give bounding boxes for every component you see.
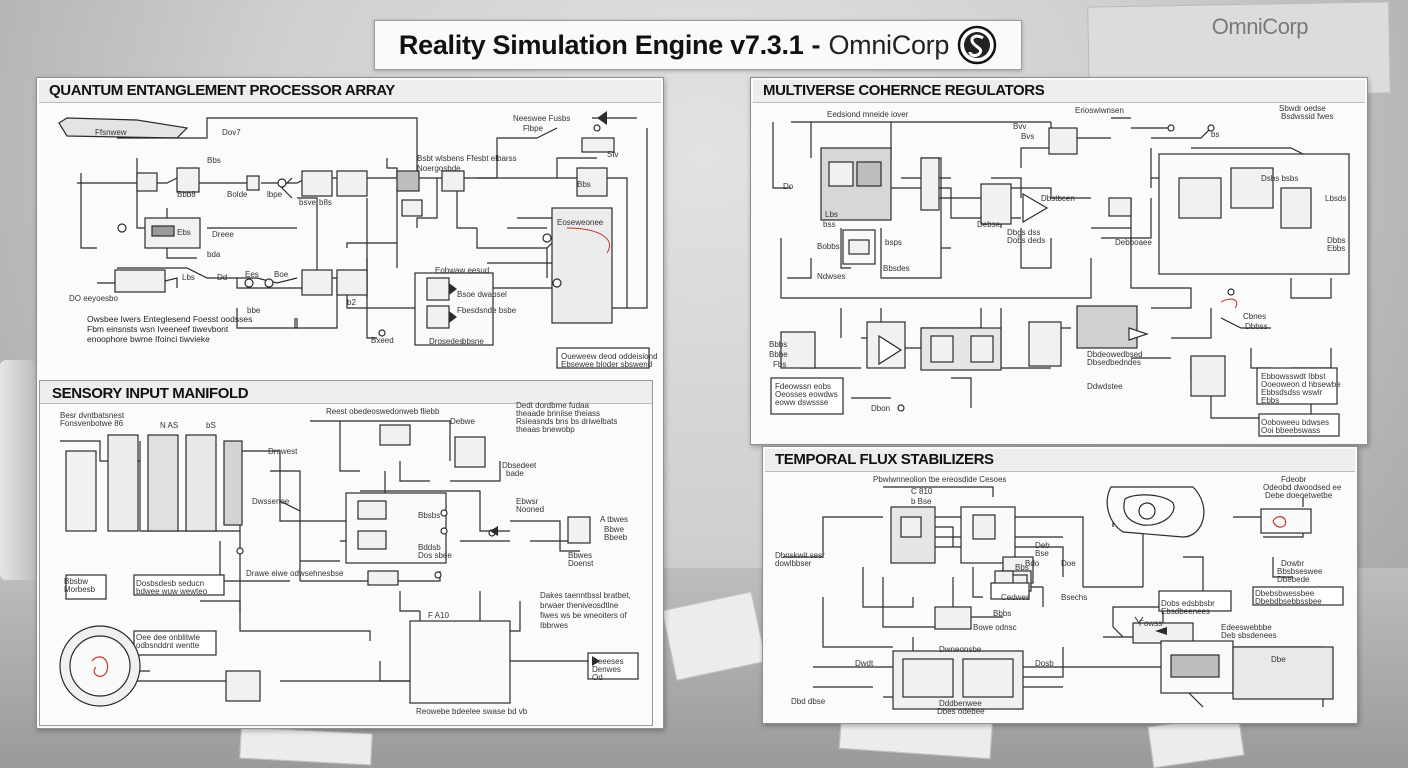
temporal-header-bar bbox=[765, 449, 1355, 472]
multiverse-sheet: MULTIVERSE COHERNCE REGULATORS bbox=[750, 77, 1368, 445]
sensory-header-bar bbox=[40, 381, 652, 404]
multiverse-circuit-diagram bbox=[770, 117, 1350, 437]
title-separator: - bbox=[811, 29, 821, 60]
left-schematic-sheet: QUANTUM ENTANGLEMENT PROCESSOR ARRAY bbox=[36, 77, 664, 729]
pencil-jar bbox=[0, 360, 36, 580]
quantum-circuit-diagram bbox=[58, 111, 650, 369]
sensory-subpanel: SENSORY INPUT MANIFOLD bbox=[39, 380, 653, 726]
desk-paper bbox=[239, 726, 373, 766]
temporal-sheet: TEMPORAL FLUX STABILIZERS bbox=[762, 446, 1358, 724]
multiverse-header-bar bbox=[753, 80, 1365, 103]
wall-poster-brand: OmniCorp bbox=[1211, 14, 1309, 39]
multiverse-section-title: MULTIVERSE COHERNCE REGULATORS bbox=[763, 82, 1045, 99]
sensory-section-title: SENSORY INPUT MANIFOLD bbox=[52, 385, 249, 402]
omnicorp-s-logo-icon bbox=[957, 25, 997, 65]
quantum-header-bar bbox=[39, 80, 661, 103]
app-title: Reality Simulation Engine v7.3.1 bbox=[398, 29, 804, 60]
temporal-circuit-diagram bbox=[783, 486, 1344, 710]
brand-name: OmniCorp bbox=[828, 29, 950, 60]
quantum-section-title: QUANTUM ENTANGLEMENT PROCESSOR ARRAY bbox=[49, 82, 395, 99]
temporal-section-title: TEMPORAL FLUX STABILIZERS bbox=[775, 451, 994, 468]
title-banner: Reality Simulation Engine v7.3.1 - OmniC… bbox=[374, 20, 1022, 70]
sensory-circuit-diagram bbox=[59, 420, 639, 707]
